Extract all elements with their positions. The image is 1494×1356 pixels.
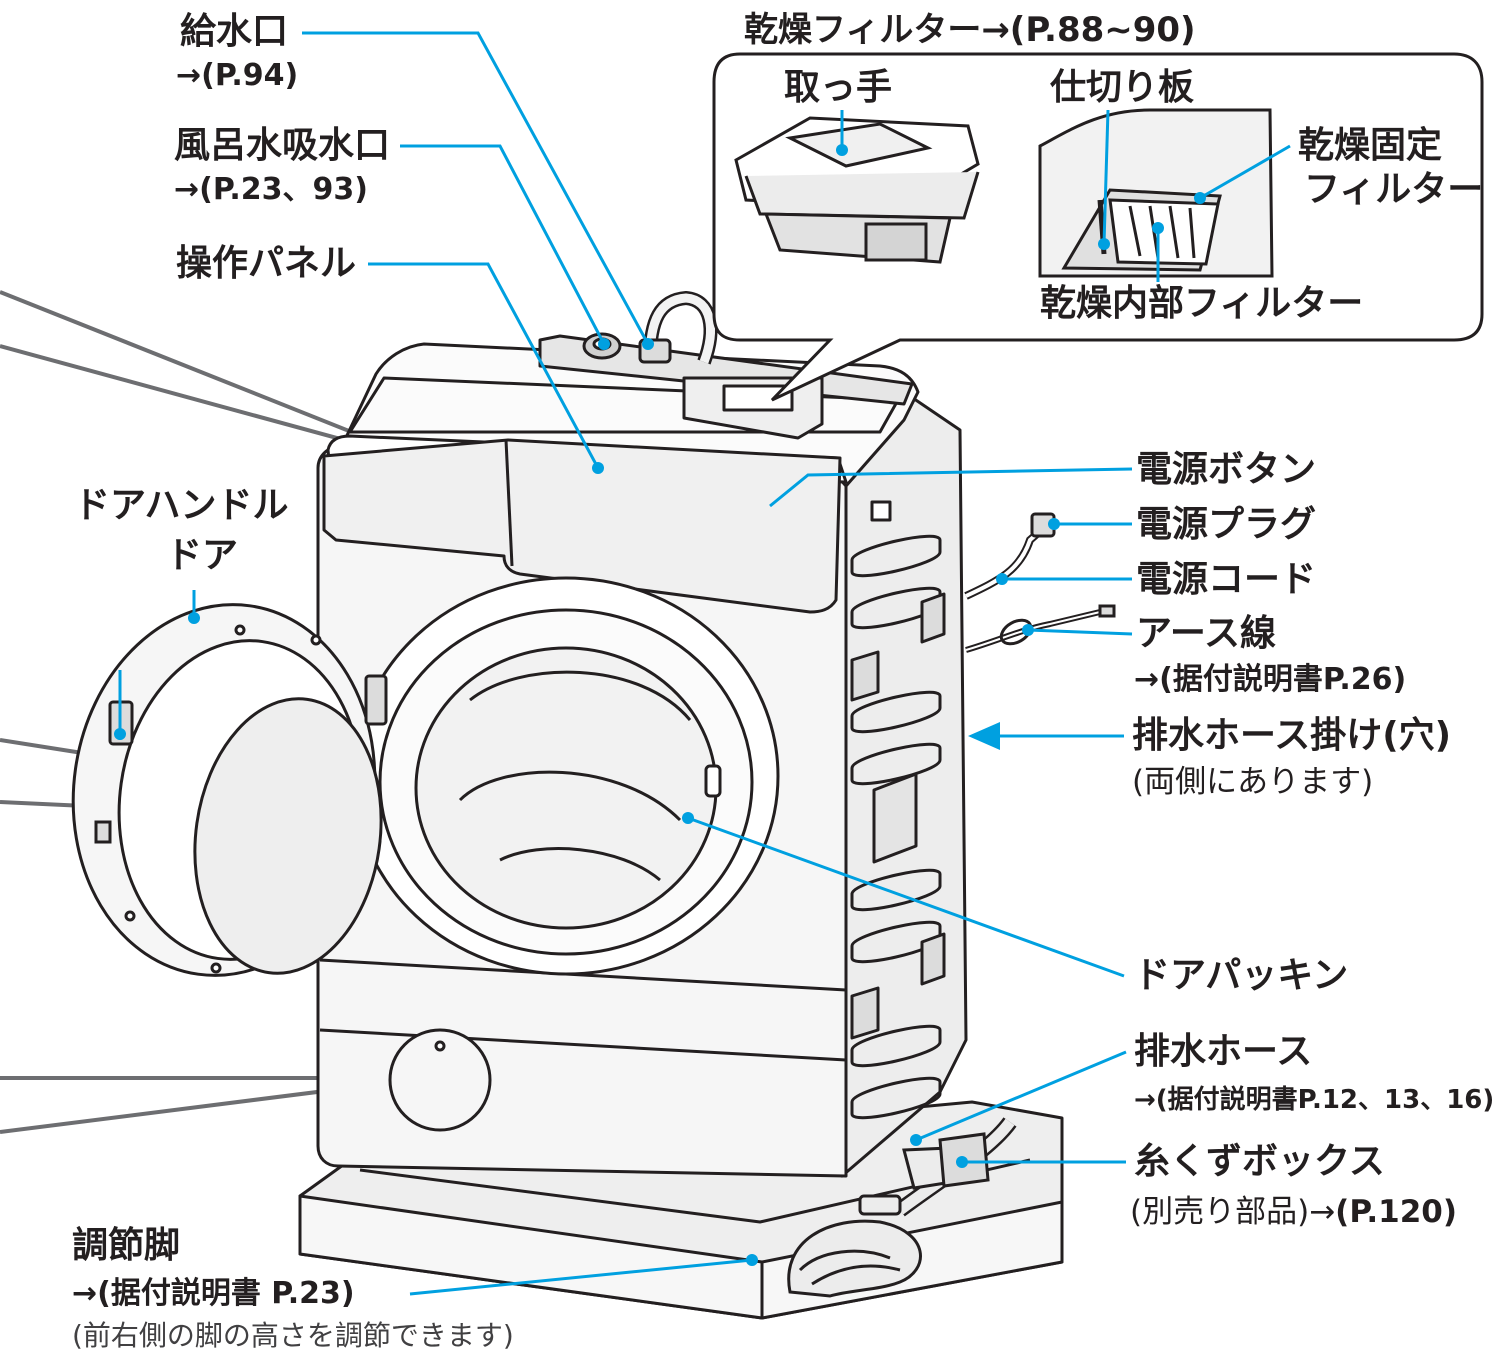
open-door bbox=[71, 603, 388, 977]
drain-hose-coil bbox=[787, 1117, 1017, 1298]
adjust-leg-label: 調節脚 bbox=[72, 1225, 181, 1266]
partition-label: 仕切り板 bbox=[1050, 67, 1195, 108]
power-plug-label: 電源プラグ bbox=[1136, 504, 1317, 545]
power-cord-and-earth bbox=[964, 512, 1116, 653]
lint-box-ref: (別売り部品)→(P.120) bbox=[1130, 1192, 1457, 1232]
leader-lines bbox=[114, 31, 1291, 1296]
lint-box-label: 糸くずボックス bbox=[1134, 1141, 1385, 1182]
adjust-leg-ref: →(据付説明書 P.23) bbox=[72, 1276, 355, 1311]
door-packing-label: ドアパッキン bbox=[1134, 955, 1349, 996]
drain-hose-ref: →(据付説明書P.12、13、16) bbox=[1134, 1085, 1494, 1115]
drain-hose-label: 排水ホース bbox=[1134, 1031, 1313, 1072]
drain-hook-label: 排水ホース掛け(穴) bbox=[1132, 715, 1452, 756]
adjust-leg-note: (前右側の脚の高さを調節できます) bbox=[72, 1319, 514, 1352]
earth-wire-ref: →(据付説明書P.26) bbox=[1134, 662, 1407, 697]
dry-inner-filter-label: 乾燥内部フィルター bbox=[1040, 283, 1364, 324]
door-handle-label: ドアハンドル bbox=[74, 485, 289, 526]
dry-filter-heading: 乾燥フィルター→(P.88~90) bbox=[744, 10, 1196, 50]
door-label: ドア bbox=[166, 535, 239, 576]
water-inlet-label: 給水口 bbox=[180, 11, 289, 52]
dry-filter-callout bbox=[712, 52, 1484, 402]
water-inlet-ref: →(P.94) bbox=[176, 58, 299, 93]
dry-fixed-filter-label-1: 乾燥固定 bbox=[1298, 125, 1443, 166]
dry-fixed-filter-label-2: フィルター bbox=[1304, 169, 1484, 210]
bath-water-inlet-label: 風呂水吸水口 bbox=[174, 125, 391, 166]
lint-box-ref-b: (P.120) bbox=[1335, 1194, 1458, 1230]
earth-wire-label: アース線 bbox=[1136, 613, 1277, 654]
power-button-label: 電源ボタン bbox=[1136, 449, 1317, 490]
lint-box-ref-a: (別売り部品)→ bbox=[1130, 1194, 1336, 1230]
washer-cabinet bbox=[316, 291, 968, 1178]
drain-hook-note: (両側にあります) bbox=[1132, 764, 1374, 800]
bath-water-inlet-ref: →(P.23、93) bbox=[174, 172, 368, 207]
handle-label: 取っ手 bbox=[784, 67, 893, 108]
control-panel-label: 操作パネル bbox=[176, 243, 357, 284]
power-cord-label: 電源コード bbox=[1136, 559, 1317, 600]
